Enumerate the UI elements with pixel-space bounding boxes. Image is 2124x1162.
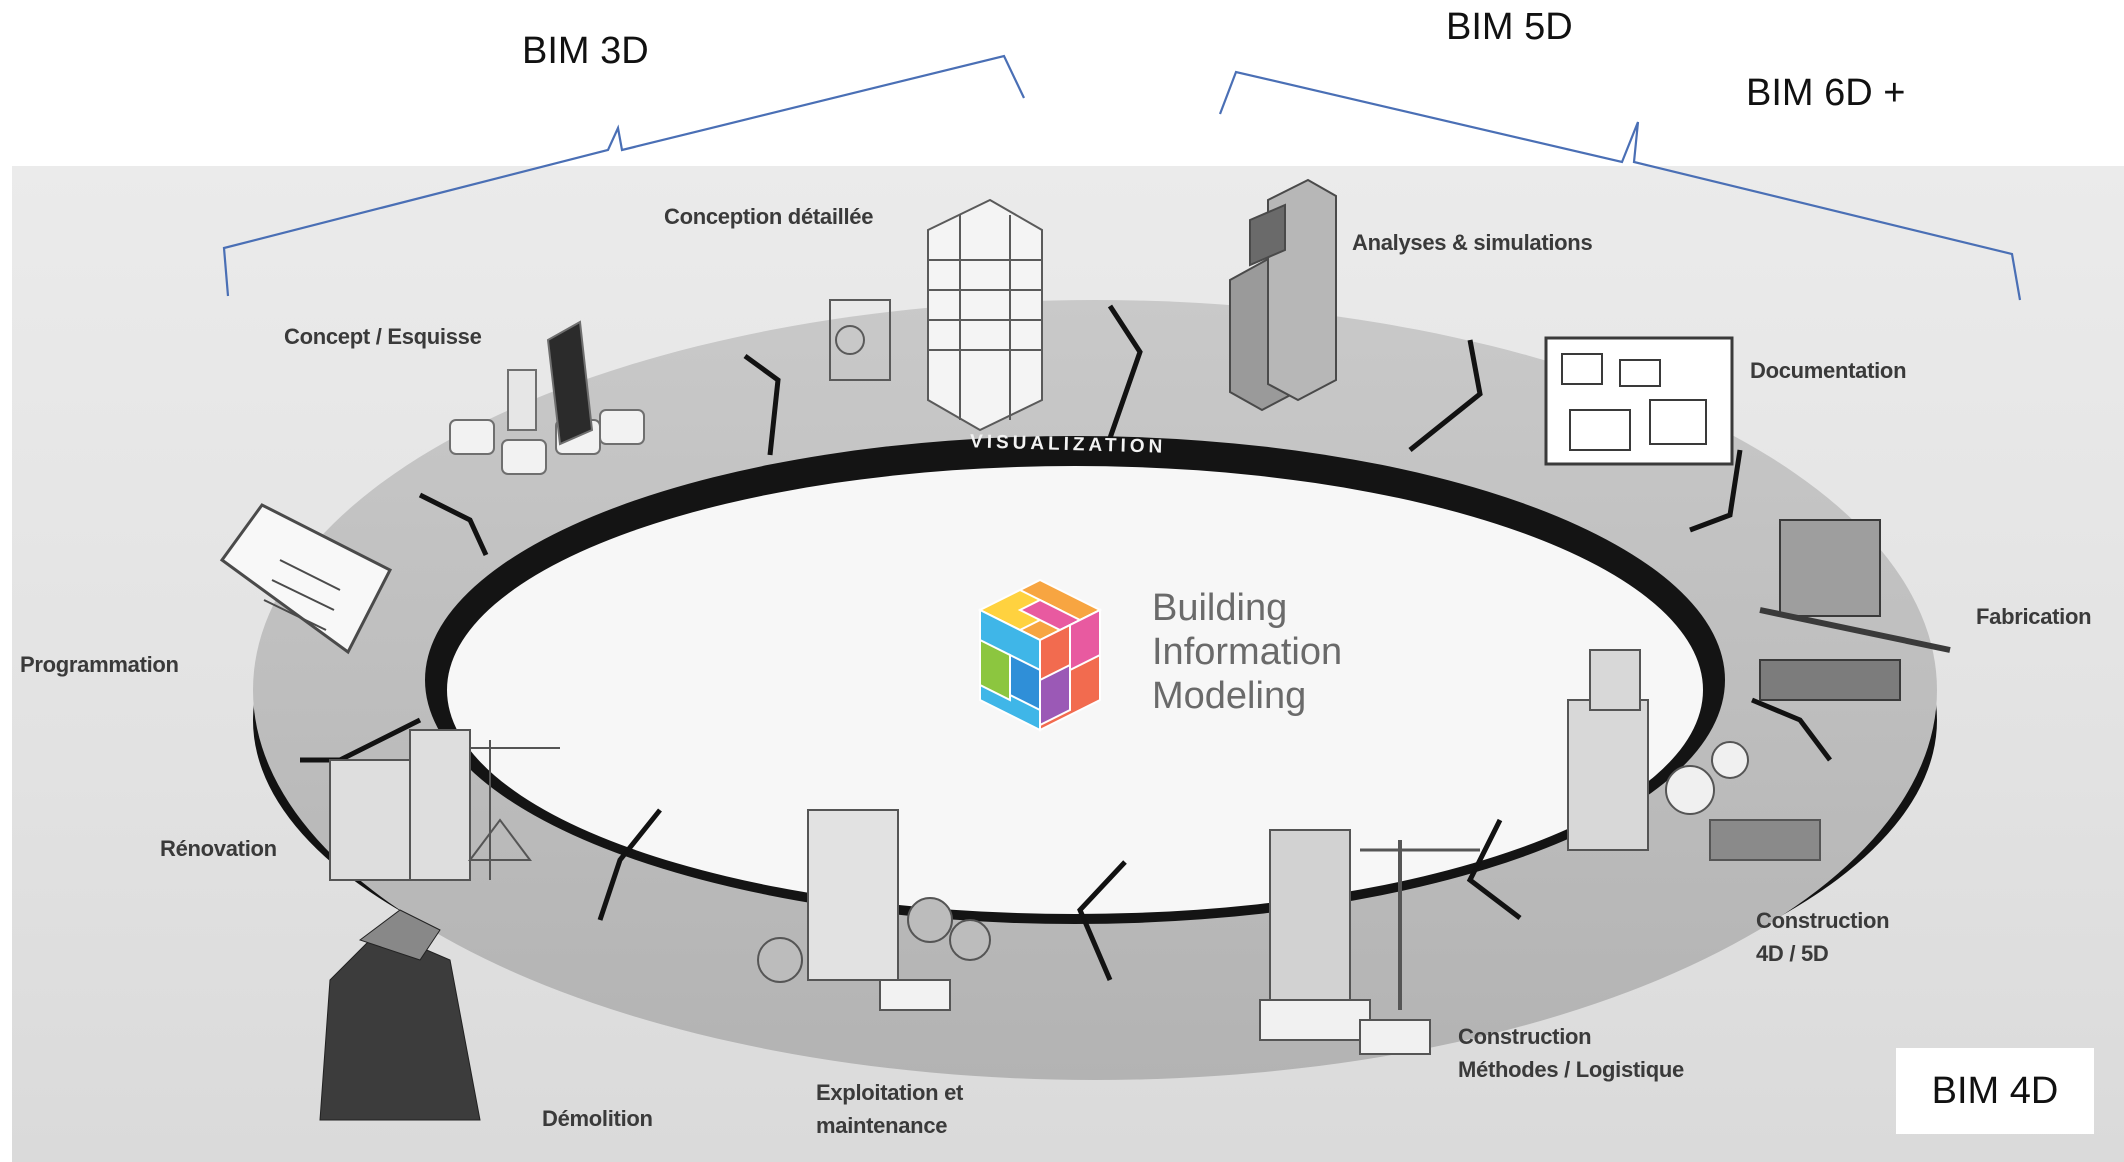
stage-exploitation-line-2: maintenance (816, 1113, 948, 1138)
illustration-concept (449, 320, 645, 475)
stage-construction-4d-5d-line-1: Construction (1756, 908, 1890, 933)
bim-6d-label: BIM 6D + (1746, 72, 1906, 114)
stage-construction-methodes: Construction Méthodes / Logistique (1458, 1020, 1684, 1086)
stage-programmation: Programmation (20, 652, 179, 677)
illustration-exploitation (757, 809, 991, 1011)
stage-construction-methodes-line-2: Méthodes / Logistique (1458, 1057, 1684, 1082)
stage-concept-esquisse: Concept / Esquisse (284, 324, 482, 349)
illustration-construction-methodes (1259, 829, 1480, 1055)
bim-title-line-2: Information (1152, 631, 1343, 673)
bim-4d-label: BIM 4D (1896, 1048, 2094, 1134)
illustration-documentation (1544, 336, 1734, 466)
stage-renovation: Rénovation (160, 836, 277, 861)
stage-exploitation-maintenance: Exploitation et maintenance (816, 1076, 963, 1142)
bim-title: Building Information Modeling (1152, 586, 1342, 718)
stage-construction-4d-5d: Construction 4D / 5D (1756, 904, 1890, 970)
stage-construction-4d-5d-line-2: 4D / 5D (1756, 941, 1829, 966)
stage-documentation: Documentation (1750, 358, 1907, 383)
stage-fabrication: Fabrication (1976, 604, 2092, 629)
stage-conception-detaillee: Conception détaillée (664, 204, 874, 229)
bim-title-line-3: Modeling (1152, 675, 1307, 717)
stage-construction-methodes-line-1: Construction (1458, 1024, 1592, 1049)
illustration-fabrication (1759, 519, 1951, 701)
illustration-conception-detaillee (829, 198, 1043, 432)
illustration-construction-4d-5d (1567, 649, 1821, 861)
bim-title-line-1: Building (1152, 587, 1288, 629)
stage-exploitation-line-1: Exploitation et (816, 1080, 964, 1105)
stage-analyses-simulations: Analyses & simulations (1352, 230, 1593, 255)
bracket-bim-3d (222, 54, 1025, 297)
illustration-analyses (1229, 178, 1337, 412)
bim-cube-logo (977, 578, 1103, 732)
illustration-renovation (329, 729, 560, 881)
illustration-programmation (219, 503, 393, 655)
bracket-bim-5d-6d (1218, 70, 2022, 301)
stage-demolition: Démolition (542, 1106, 653, 1131)
illustration-demolition (319, 909, 481, 1121)
bim-5d-label: BIM 5D (1446, 6, 1573, 48)
bim-3d-label: BIM 3D (522, 30, 649, 72)
segment-dividers (300, 304, 1832, 981)
